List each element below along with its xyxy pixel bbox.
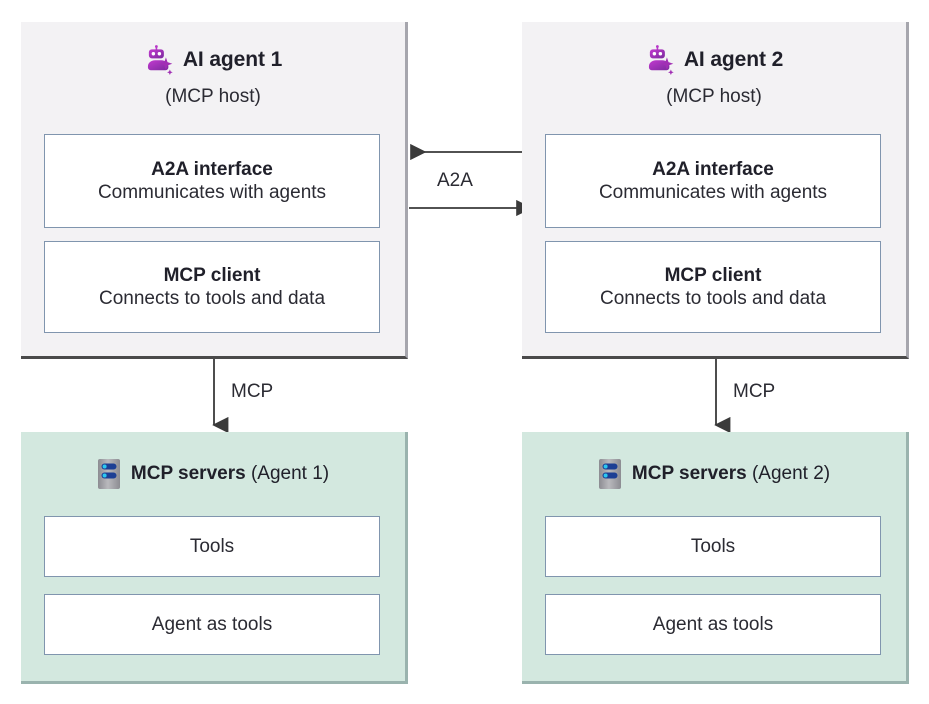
agent2-subtitle: (MCP host) — [666, 86, 762, 107]
mcp-servers-agent2-title: MCP servers (Agent 2) — [632, 463, 830, 485]
agent1-a2a-interface-card[interactable]: A2A interface Communicates with agents — [44, 134, 380, 228]
mcp-servers-agent1-title: MCP servers (Agent 1) — [131, 463, 329, 485]
mcp-servers-title-suffix: (Agent 2) — [746, 463, 831, 484]
mcp-servers-agent2-agent-as-tools-card[interactable]: Agent as tools — [545, 594, 881, 655]
card-title: A2A interface — [151, 158, 273, 180]
card-subtitle: Communicates with agents — [97, 182, 327, 203]
mcp-servers-agent2-tools-card[interactable]: Tools — [545, 516, 881, 577]
agent1-header: AI agent 1 — [21, 38, 405, 82]
mcp-servers-title-bold: MCP servers — [130, 463, 246, 484]
card-subtitle: Connects to tools and data — [599, 288, 827, 309]
mcp-servers-agent1-agent-as-tools-card[interactable]: Agent as tools — [44, 594, 380, 655]
agent1-subtitle: (MCP host) — [165, 86, 261, 107]
agent1-mcp-client-card[interactable]: MCP client Connects to tools and data — [44, 241, 380, 333]
mcp-servers-agent1-tools-card[interactable]: Tools — [44, 516, 380, 577]
mcp-connector-label-agent1: MCP — [231, 381, 274, 402]
card-label: Agent as tools — [151, 613, 273, 635]
card-label: Tools — [690, 535, 736, 557]
agent2-mcp-client-card[interactable]: MCP client Connects to tools and data — [545, 241, 881, 333]
card-title: MCP client — [163, 264, 261, 286]
card-subtitle: Communicates with agents — [598, 182, 828, 203]
card-label: Agent as tools — [652, 613, 774, 635]
agent2-a2a-interface-card[interactable]: A2A interface Communicates with agents — [545, 134, 881, 228]
agent2-header: AI agent 2 — [522, 38, 906, 82]
mcp-server-icon — [598, 458, 622, 490]
mcp-servers-title-suffix: (Agent 1) — [245, 463, 330, 484]
mcp-servers-title-bold: MCP servers — [631, 463, 747, 484]
card-title: A2A interface — [652, 158, 774, 180]
card-title: MCP client — [664, 264, 762, 286]
agent2-title: AI agent 2 — [683, 48, 784, 71]
agent1-title: AI agent 1 — [182, 48, 283, 71]
ai-agent-robot-icon — [645, 45, 675, 75]
mcp-connector-label-agent2: MCP — [733, 381, 776, 402]
mcp-servers-agent2-header: MCP servers (Agent 2) — [522, 454, 906, 494]
mcp-server-icon — [97, 458, 121, 490]
card-subtitle: Connects to tools and data — [98, 288, 326, 309]
a2a-connector-label: A2A — [437, 170, 473, 191]
mcp-servers-agent1-header: MCP servers (Agent 1) — [21, 454, 405, 494]
card-label: Tools — [189, 535, 235, 557]
ai-agent-robot-icon — [144, 45, 174, 75]
